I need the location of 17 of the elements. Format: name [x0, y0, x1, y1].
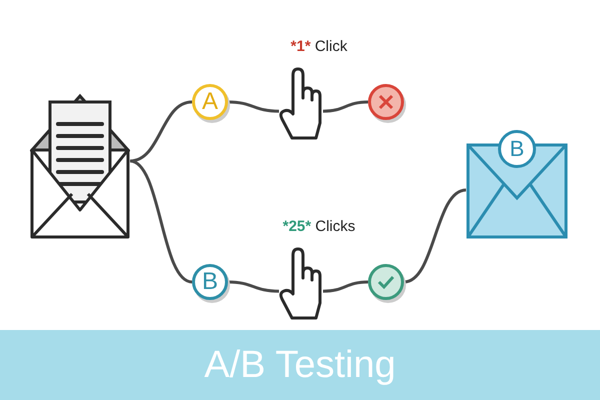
letter-circle — [192, 84, 228, 120]
connector-line — [228, 280, 280, 293]
connector-line — [322, 100, 368, 113]
status-circle — [368, 264, 404, 300]
title: A/B Testing — [204, 344, 396, 386]
click-count-label: *25* Clicks — [282, 218, 356, 235]
click-count-label: *1* Click — [290, 38, 348, 55]
variant-letter: B — [202, 268, 218, 296]
variant-letter-badge: B — [498, 130, 536, 168]
connector-line — [404, 188, 466, 284]
letter-circle — [192, 264, 228, 300]
status-circle — [368, 84, 404, 120]
connector-line — [130, 160, 192, 284]
variant-letter: A — [202, 88, 218, 116]
connector-line — [228, 100, 280, 113]
connector-line — [322, 280, 368, 293]
connector-line — [130, 100, 192, 162]
